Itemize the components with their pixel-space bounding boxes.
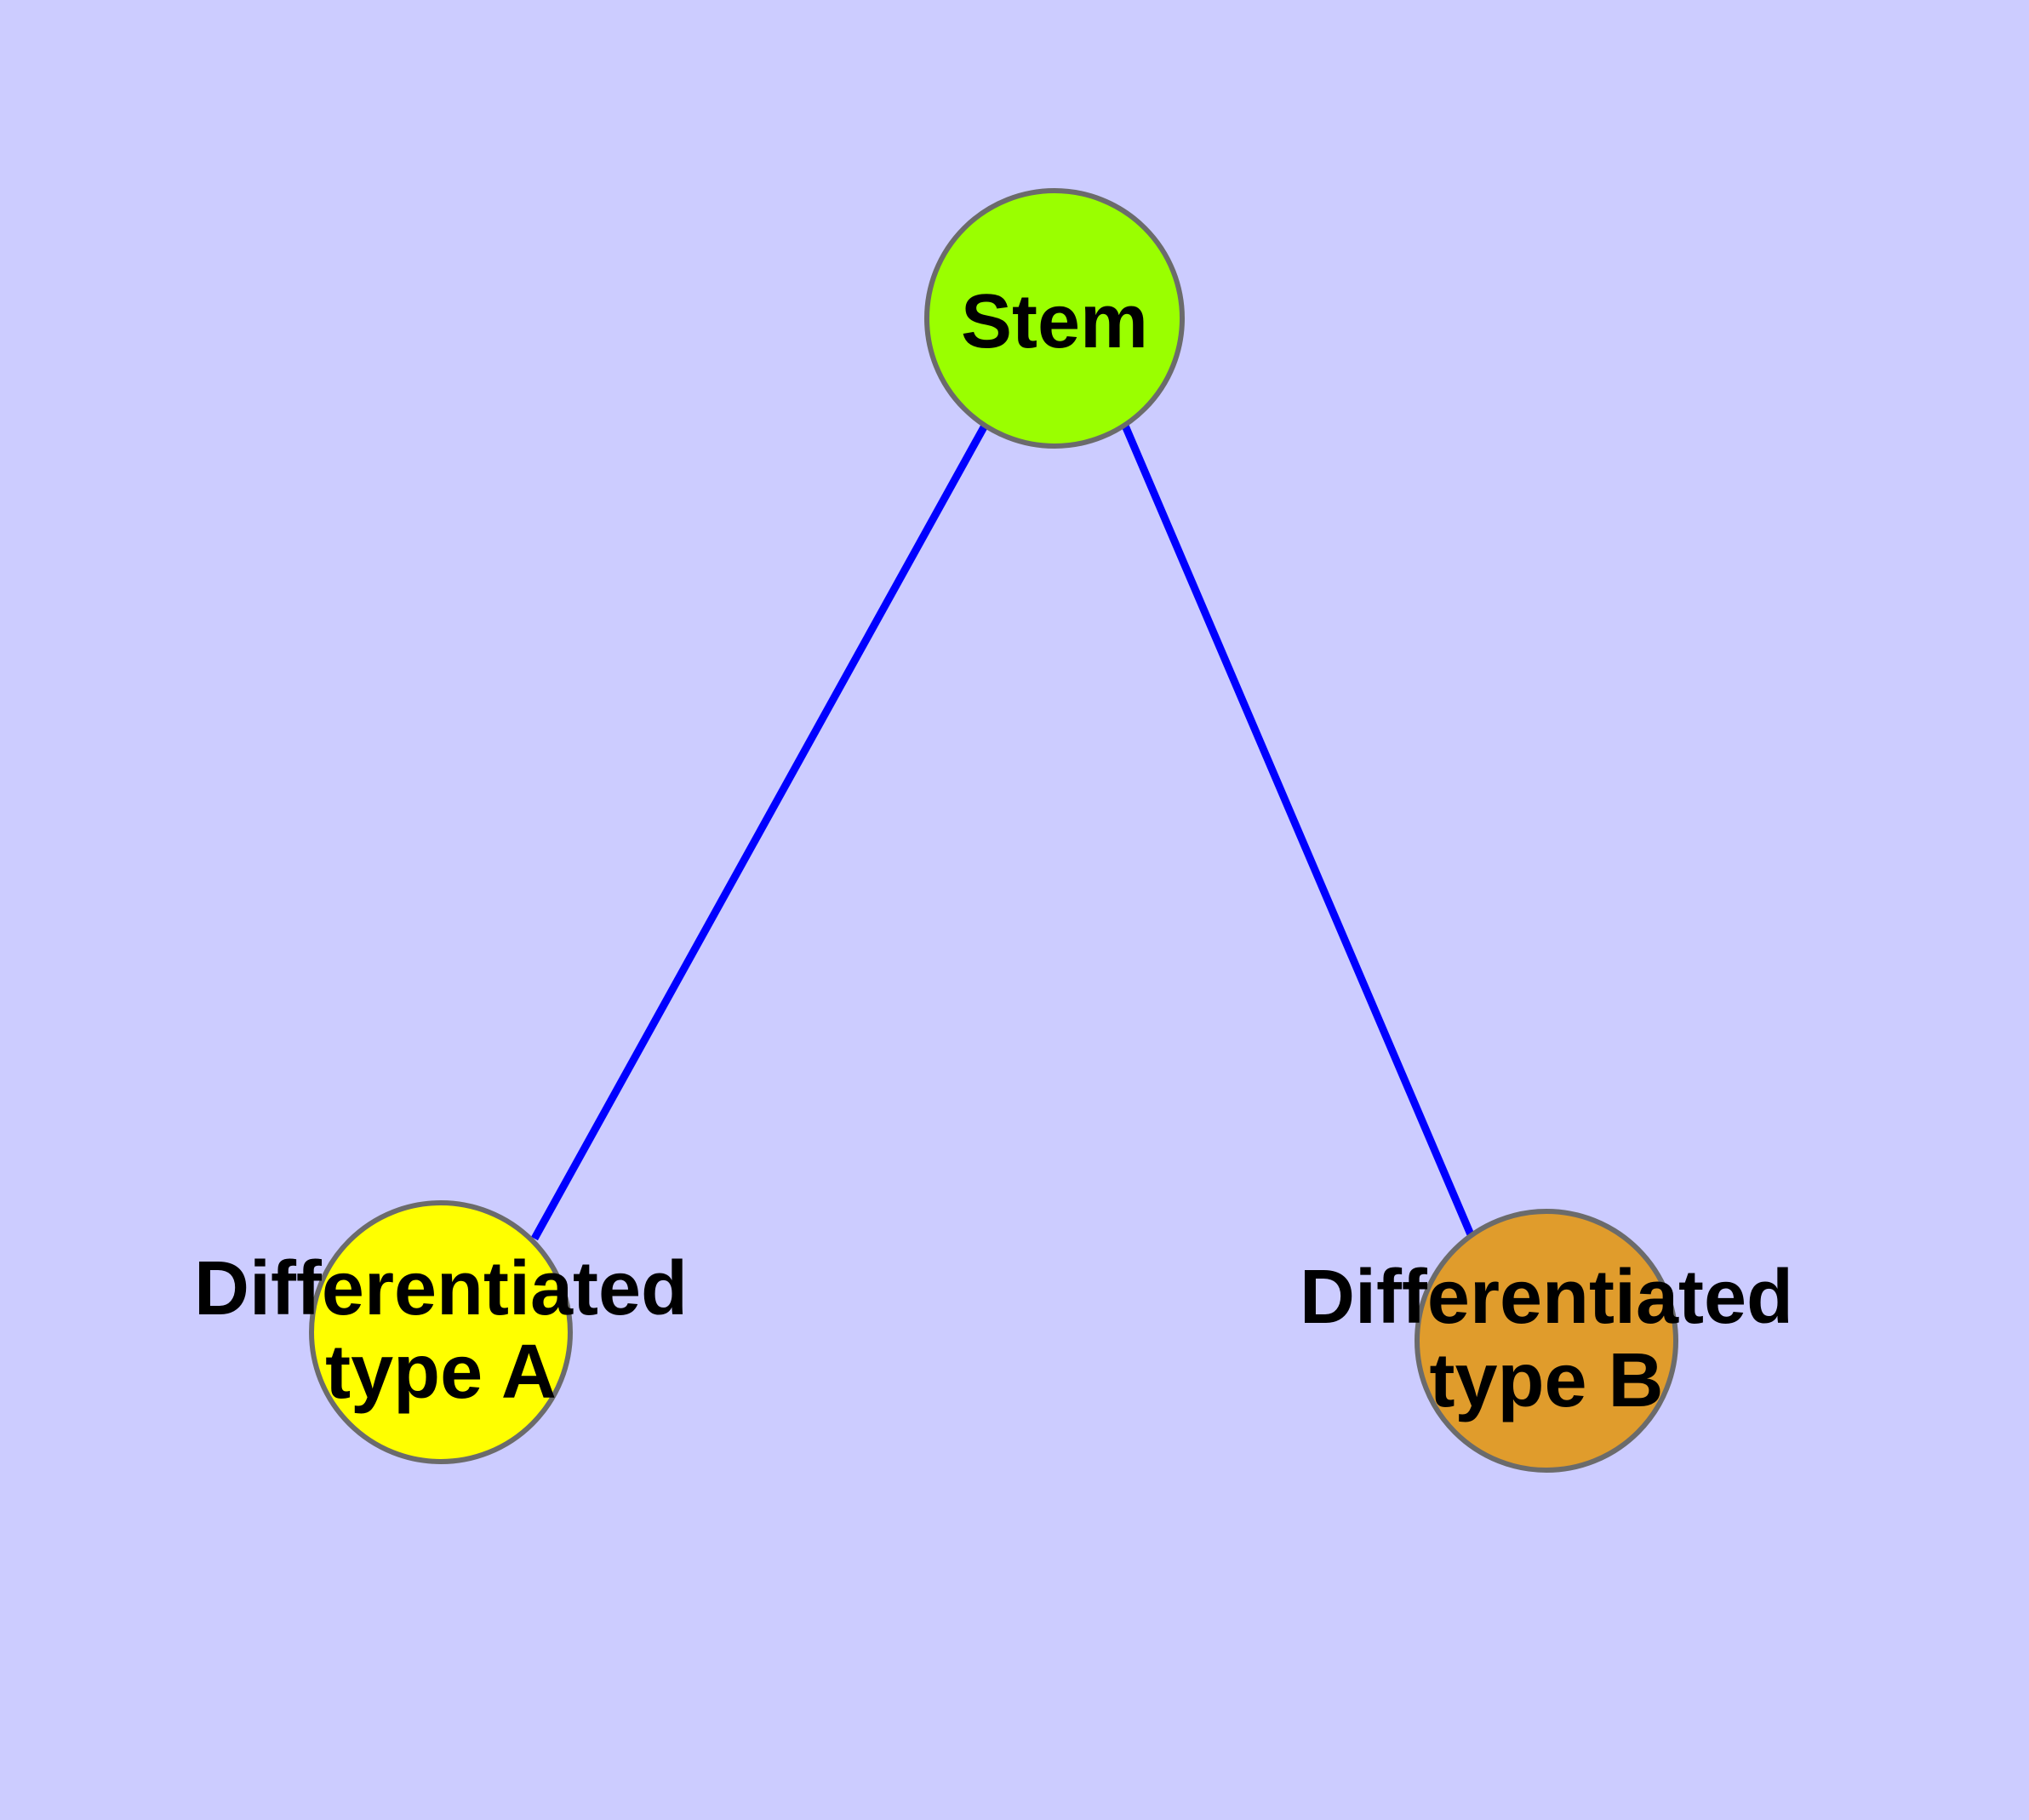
node-differentiated-type-b-label-line1: Differentiated [1300,1255,1793,1340]
node-differentiated-type-a-circle[interactable] [309,1200,573,1464]
node-stem[interactable] [924,188,1185,449]
edge-stem-to-differentiated-type-a[interactable] [531,423,988,1241]
node-layer [309,188,1678,1473]
node-differentiated-type-b-circle[interactable] [1415,1209,1678,1473]
node-stem-label: Stem [961,279,1148,364]
node-differentiated-type-b[interactable] [1415,1209,1678,1473]
node-differentiated-type-a-label-line1: Differentiated [194,1246,688,1331]
edge-layer [531,423,1477,1241]
edge-stem-to-differentiated-type-b[interactable] [1121,424,1477,1240]
node-stem-circle[interactable] [924,188,1185,449]
node-differentiated-type-b-label-line2: type B [1429,1338,1663,1423]
label-layer: Stem Differentiated type A Differentiate… [194,279,1793,1423]
node-differentiated-type-a[interactable] [309,1200,573,1464]
node-differentiated-type-a-label-line2: type A [325,1330,557,1415]
